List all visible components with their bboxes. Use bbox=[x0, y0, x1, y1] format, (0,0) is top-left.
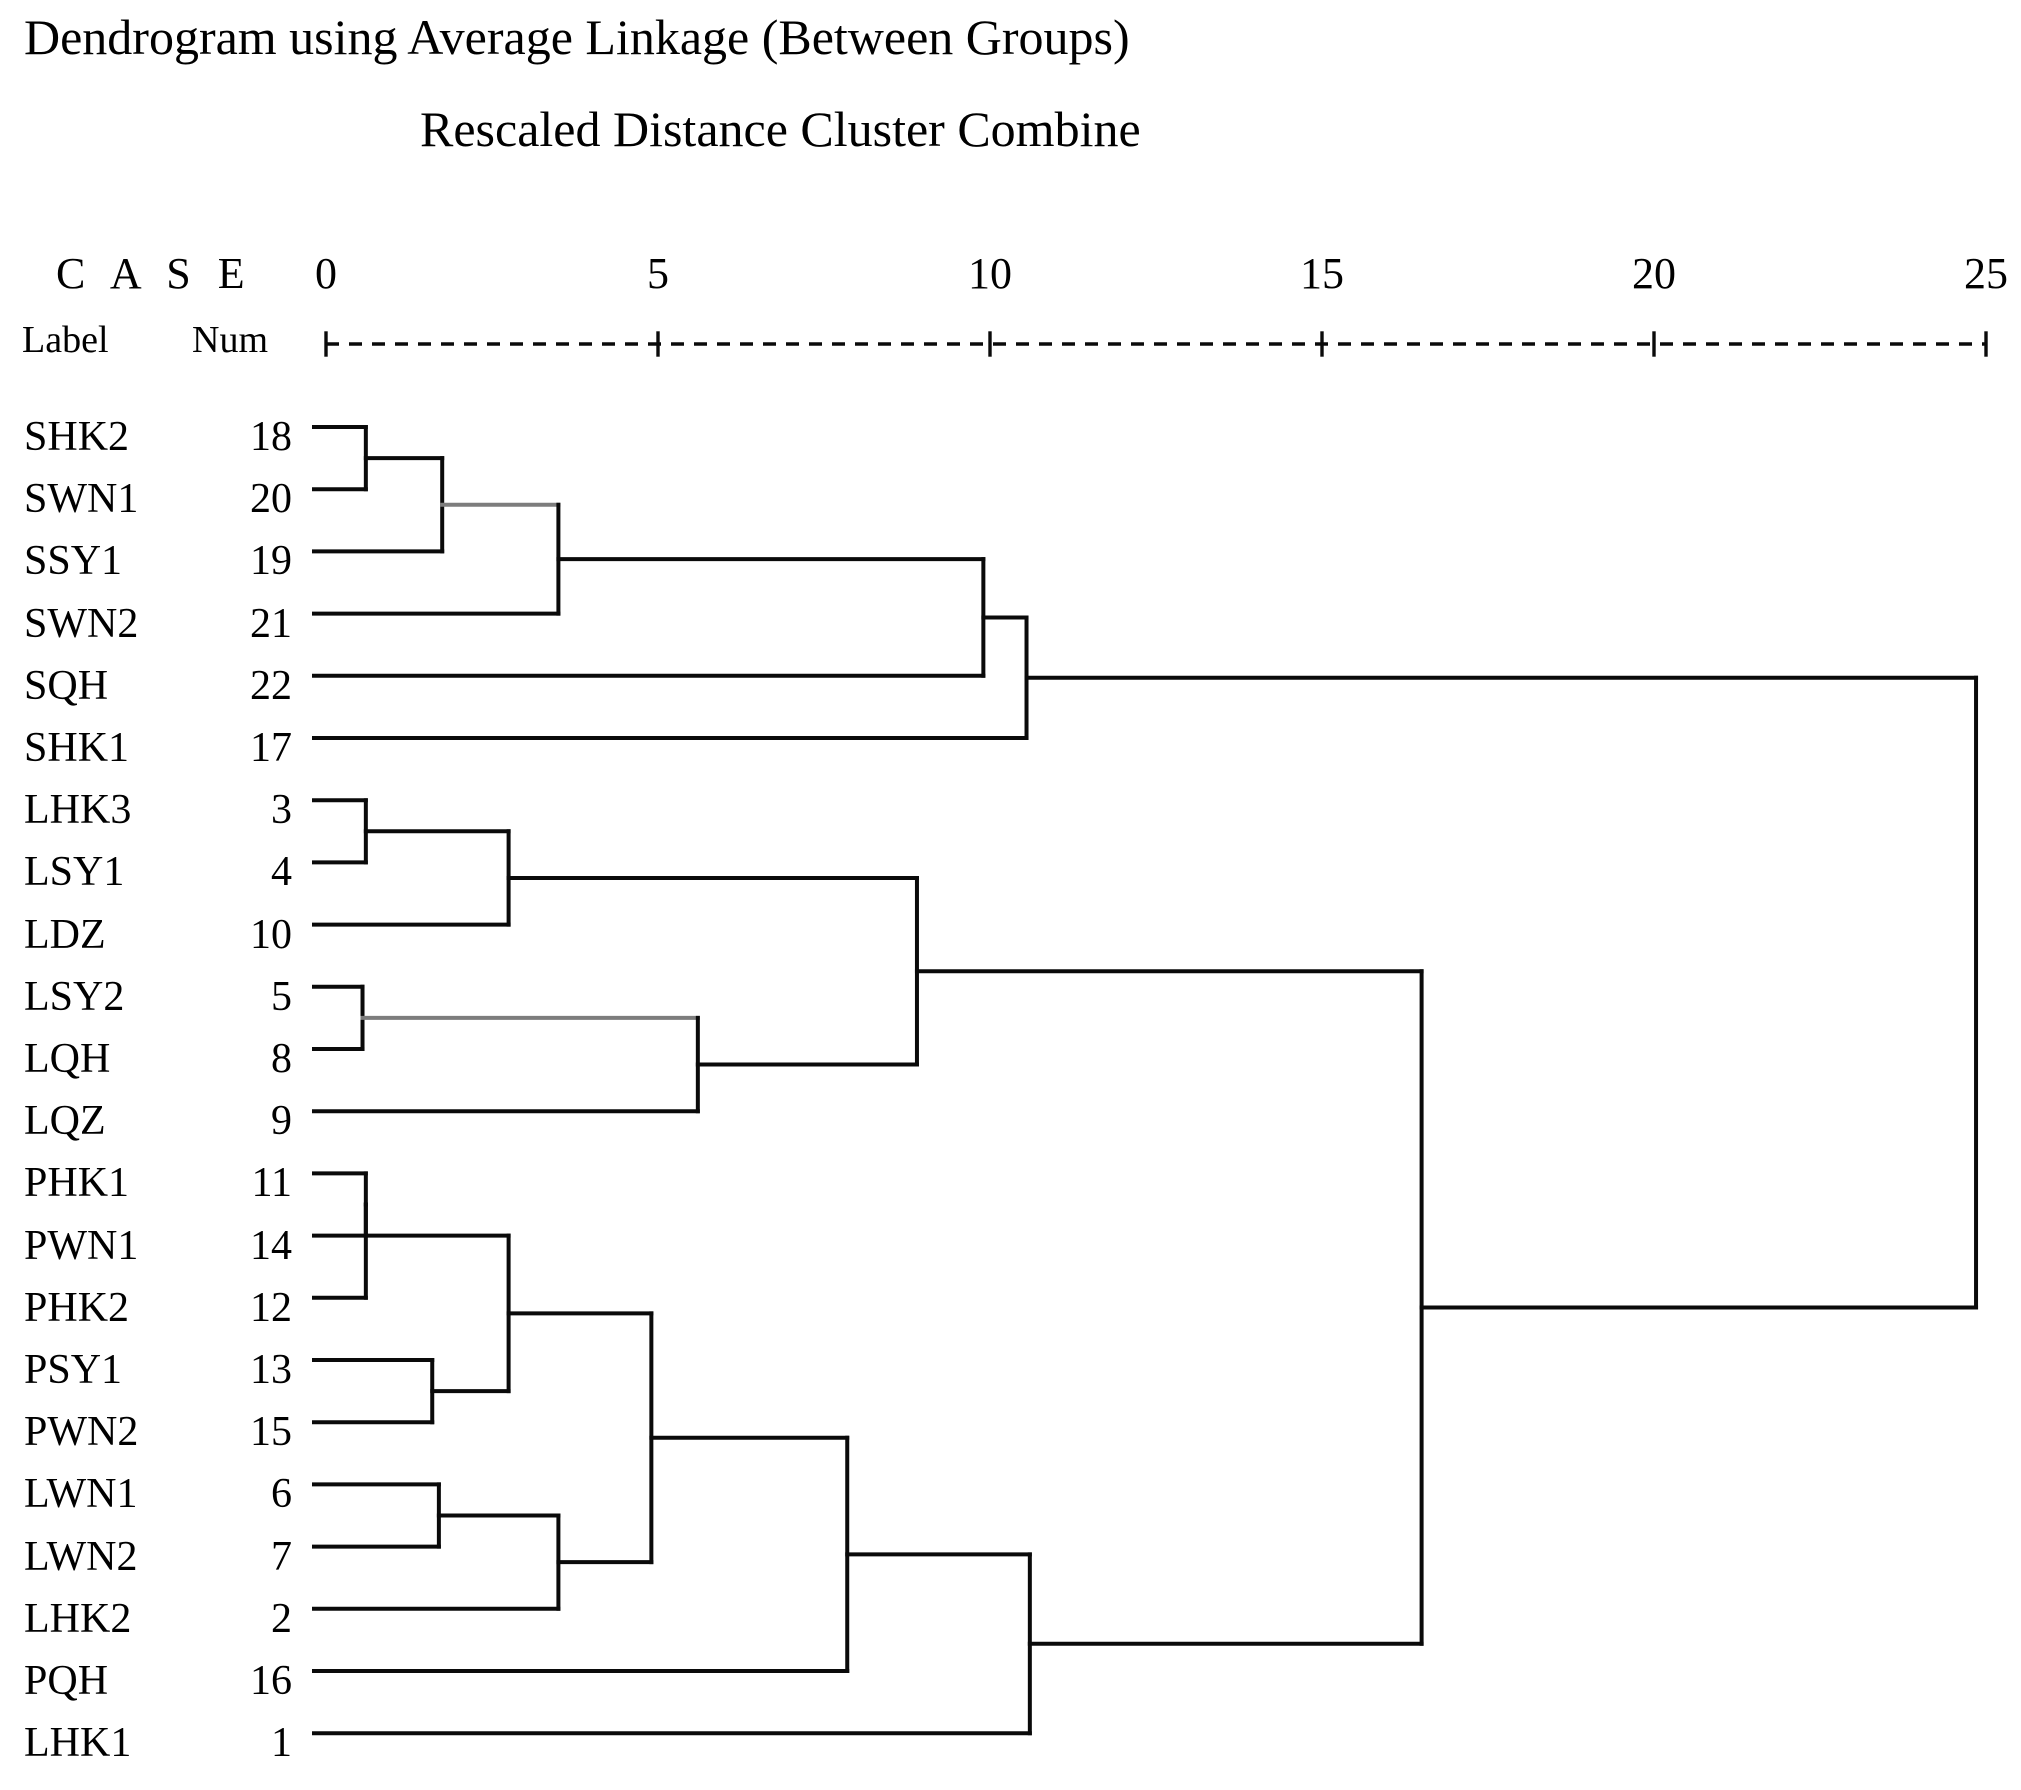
case-num: 14 bbox=[250, 1222, 292, 1269]
page-title: Dendrogram using Average Linkage (Betwee… bbox=[24, 9, 1130, 65]
axis-tick-label: 20 bbox=[1632, 249, 1676, 298]
case-num: 21 bbox=[250, 600, 292, 647]
case-label: PHK2 bbox=[24, 1284, 130, 1331]
axis-tick-label: 25 bbox=[1964, 249, 2008, 298]
case-label: PWN1 bbox=[24, 1222, 139, 1269]
case-label: LHK1 bbox=[24, 1720, 132, 1767]
case-num: 10 bbox=[250, 911, 292, 958]
case-num: 4 bbox=[271, 849, 292, 896]
case-num: 6 bbox=[271, 1471, 292, 1518]
case-num: 5 bbox=[271, 973, 292, 1020]
case-num: 2 bbox=[271, 1595, 292, 1642]
axis-tick-label: 0 bbox=[315, 249, 337, 298]
case-label: LHK3 bbox=[24, 787, 132, 834]
axis-tick-label: 15 bbox=[1300, 249, 1344, 298]
case-num: 8 bbox=[271, 1036, 292, 1082]
case-label: LDZ bbox=[24, 911, 106, 958]
case-num: 20 bbox=[250, 476, 292, 523]
case-num: 16 bbox=[250, 1658, 292, 1704]
case-num: 11 bbox=[251, 1160, 292, 1207]
case-label: LSY2 bbox=[24, 973, 125, 1020]
chart-subtitle: Rescaled Distance Cluster Combine bbox=[420, 101, 1141, 157]
case-label: SSY1 bbox=[24, 538, 123, 585]
case-label: SWN1 bbox=[24, 476, 139, 523]
case-num: 7 bbox=[271, 1533, 292, 1580]
case-label: SHK1 bbox=[24, 725, 130, 771]
case-label: SQH bbox=[24, 662, 109, 709]
case-num: 15 bbox=[250, 1409, 292, 1456]
case-header: C A S E bbox=[56, 249, 253, 298]
case-label: LSY1 bbox=[24, 849, 125, 896]
case-label: SHK2 bbox=[24, 414, 130, 460]
label-column-header: Label bbox=[22, 319, 109, 361]
case-num: 19 bbox=[250, 538, 292, 585]
case-label: LQZ bbox=[24, 1098, 106, 1145]
case-num: 3 bbox=[271, 787, 292, 834]
case-label: LQH bbox=[24, 1036, 111, 1082]
case-num: 9 bbox=[271, 1098, 292, 1145]
axis-tick-label: 10 bbox=[968, 249, 1012, 298]
case-num: 13 bbox=[250, 1347, 292, 1393]
case-num: 22 bbox=[250, 662, 292, 709]
case-num: 1 bbox=[271, 1720, 292, 1767]
case-label: SWN2 bbox=[24, 600, 139, 647]
case-label: LWN2 bbox=[24, 1533, 138, 1580]
case-num: 12 bbox=[250, 1284, 292, 1331]
num-column-header: Num bbox=[192, 319, 268, 361]
case-label: LWN1 bbox=[24, 1471, 138, 1518]
case-num: 18 bbox=[250, 414, 292, 460]
case-label: LHK2 bbox=[24, 1595, 132, 1642]
case-label: PQH bbox=[24, 1658, 109, 1704]
case-num: 17 bbox=[250, 725, 292, 771]
axis-tick-label: 5 bbox=[647, 249, 669, 298]
case-label: PSY1 bbox=[24, 1347, 123, 1393]
case-label: PHK1 bbox=[24, 1160, 130, 1207]
case-label: PWN2 bbox=[24, 1409, 139, 1456]
